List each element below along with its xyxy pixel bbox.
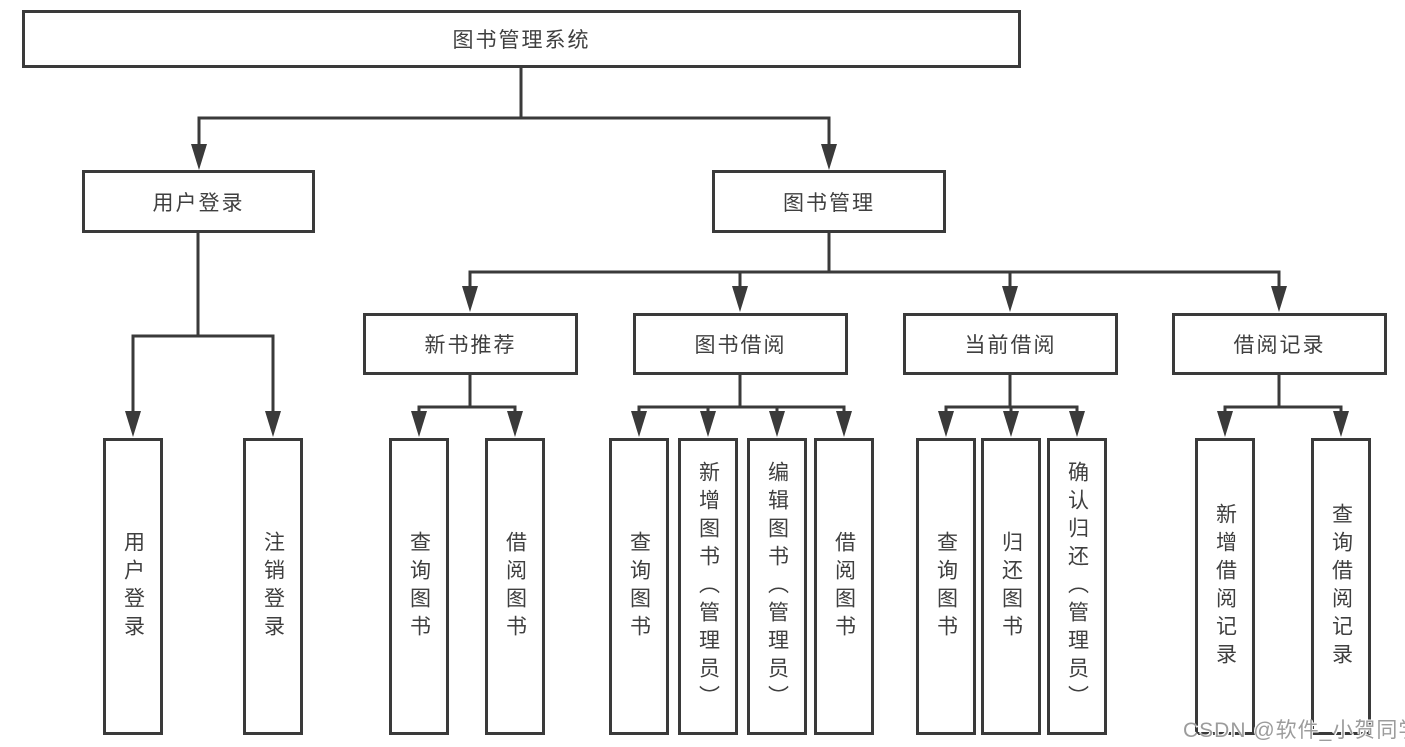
leaf-borrow-add-books-admin-label: 新增图书（管理员） bbox=[696, 460, 720, 713]
node-book-management-label: 图书管理 bbox=[783, 191, 875, 215]
leaf-recommend-borrow-books-label: 借阅图书 bbox=[503, 530, 527, 643]
leaf-logout-label: 注销登录 bbox=[261, 530, 285, 643]
node-current-borrow: 当前借阅 bbox=[903, 313, 1118, 375]
leaf-borrow-edit-books-admin: 编辑图书（管理员） bbox=[747, 438, 807, 735]
leaf-current-query-books-label: 查询图书 bbox=[934, 530, 958, 643]
leaf-current-query-books: 查询图书 bbox=[916, 438, 976, 735]
node-borrow-records-label: 借阅记录 bbox=[1233, 334, 1326, 357]
node-root-label: 图书管理系统 bbox=[452, 29, 591, 52]
leaf-recommend-query-books-label: 查询图书 bbox=[407, 530, 431, 643]
leaf-logout: 注销登录 bbox=[243, 438, 303, 735]
node-book-borrow: 图书借阅 bbox=[633, 313, 848, 375]
node-new-book-recommend-label: 新书推荐 bbox=[424, 334, 517, 357]
leaf-recommend-borrow-books: 借阅图书 bbox=[485, 438, 545, 735]
leaf-borrow-add-books-admin: 新增图书（管理员） bbox=[678, 438, 738, 735]
node-new-book-recommend: 新书推荐 bbox=[363, 313, 578, 375]
leaf-records-query-record-label: 查询借阅记录 bbox=[1329, 502, 1353, 671]
node-user-login-label: 用户登录 bbox=[152, 191, 245, 215]
leaf-current-confirm-return-admin-label: 确认归还（管理员） bbox=[1065, 460, 1089, 713]
leaf-borrow-query-books-label: 查询图书 bbox=[627, 530, 651, 643]
leaf-records-query-record: 查询借阅记录 bbox=[1311, 438, 1371, 735]
leaf-borrow-query-books: 查询图书 bbox=[609, 438, 669, 735]
csdn-watermark: CSDN @软件_小贺同学 bbox=[1183, 719, 1405, 742]
leaf-borrow-edit-books-admin-label: 编辑图书（管理员） bbox=[765, 460, 789, 713]
node-borrow-records: 借阅记录 bbox=[1172, 313, 1387, 375]
leaf-records-add-record-label: 新增借阅记录 bbox=[1213, 502, 1237, 671]
leaf-current-confirm-return-admin: 确认归还（管理员） bbox=[1047, 438, 1107, 735]
leaf-records-add-record: 新增借阅记录 bbox=[1195, 438, 1255, 735]
node-user-login: 用户登录 bbox=[82, 170, 315, 233]
arrowheads bbox=[125, 144, 1349, 437]
node-book-borrow-label: 图书借阅 bbox=[694, 334, 787, 357]
node-book-management: 图书管理 bbox=[712, 170, 946, 233]
node-root: 图书管理系统 bbox=[22, 10, 1021, 68]
leaf-user-login: 用户登录 bbox=[103, 438, 163, 735]
leaf-borrow-borrow-books: 借阅图书 bbox=[814, 438, 874, 735]
leaf-borrow-borrow-books-label: 借阅图书 bbox=[832, 530, 856, 643]
leaf-user-login-label: 用户登录 bbox=[121, 530, 145, 643]
node-current-borrow-label: 当前借阅 bbox=[964, 334, 1057, 357]
leaf-current-return-books: 归还图书 bbox=[981, 438, 1041, 735]
leaf-recommend-query-books: 查询图书 bbox=[389, 438, 449, 735]
leaf-current-return-books-label: 归还图书 bbox=[999, 530, 1023, 643]
